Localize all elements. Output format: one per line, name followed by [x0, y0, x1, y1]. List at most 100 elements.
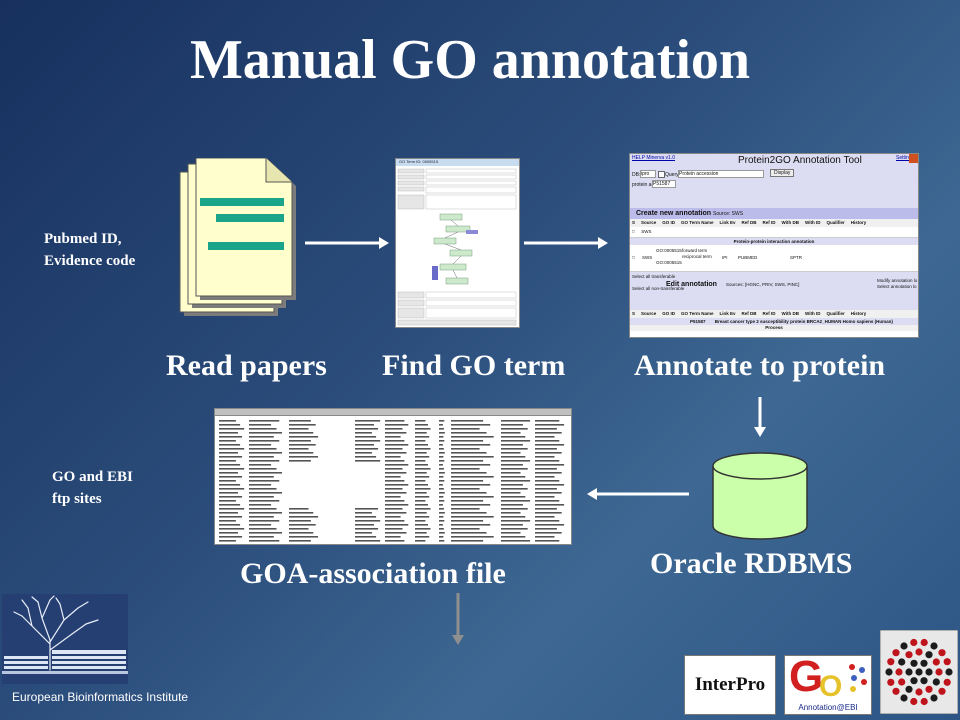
- interpro-logo[interactable]: InterPro: [684, 655, 776, 715]
- slide-title: Manual GO annotation: [189, 29, 751, 91]
- go-logo-dots-icon: [849, 664, 867, 692]
- edit-col-s: S: [632, 311, 636, 316]
- ebi-building-logo: [2, 594, 128, 684]
- tool-menu[interactable]: HELP Minerva v1.0: [632, 155, 675, 161]
- interaction-go2: GO:0005515: [656, 260, 682, 265]
- edit-annotation-header: Edit annotation: [666, 281, 717, 288]
- database-icon: [712, 452, 808, 540]
- create-row: □ SWS: [630, 227, 918, 238]
- goa-file-screenshot: [214, 408, 572, 545]
- modify-note: Modify annotation lo: [877, 278, 918, 283]
- col-history: History: [850, 220, 867, 225]
- select-note: Select annotation lo: [877, 284, 917, 289]
- protein-input[interactable]: P51587: [652, 180, 676, 188]
- col-go-id: GO ID: [662, 220, 676, 225]
- edit-col-qualifier: Qualifier: [826, 311, 845, 316]
- protein-input-value: P51587: [653, 181, 671, 187]
- tool-settings[interactable]: Settings: [896, 155, 915, 161]
- db-select-value: ipro: [641, 171, 650, 177]
- col-with-id: With ID: [805, 220, 821, 225]
- annotate-to-protein-label: Annotate to protein: [634, 349, 886, 382]
- col-with-db: With DB: [781, 220, 799, 225]
- goa-file-text: [219, 420, 565, 542]
- goa-window-titlebar: [215, 409, 571, 416]
- col-link-ev: Link Ev: [719, 220, 736, 225]
- edit-col-go-term: GO Term Name: [681, 311, 714, 316]
- arrow-annotate-to-db: [754, 397, 766, 437]
- papers-icon: [179, 158, 296, 316]
- go-logo-o: O: [819, 670, 843, 703]
- query-label: Query:: [665, 172, 681, 178]
- interaction-source: SWS: [642, 255, 653, 260]
- select-non-transferable[interactable]: Select all non-transferable: [632, 286, 685, 291]
- annotation-ebi-text: Annotation@EBI: [798, 703, 858, 712]
- edit-col-ref-db: Ref DB: [741, 311, 757, 316]
- create-annotation-bar: Create new annotation Source: SWS: [630, 208, 918, 219]
- interaction-ev: IPI: [722, 255, 728, 260]
- query-select[interactable]: Protein accession: [678, 170, 764, 178]
- col-source: Source: [641, 220, 657, 225]
- ftp-label: GO and EBI ftp sites: [52, 466, 133, 510]
- ebi-hex-logo[interactable]: [880, 630, 958, 714]
- arrow-db-to-file: [587, 488, 689, 500]
- edit-col-go-id: GO ID: [662, 311, 676, 316]
- query-checkbox[interactable]: [658, 171, 665, 178]
- create-row-source: SWS: [641, 229, 652, 234]
- edit-col-ref-id: Ref ID: [762, 311, 776, 316]
- annotation-tool-screenshot: HELP Minerva v1.0 Protein2GO Annotation …: [629, 153, 919, 338]
- interaction-term1: forward term: [682, 248, 708, 253]
- interaction-header: Protein-protein interaction annotation: [630, 238, 918, 245]
- go-annotation-logo[interactable]: G O Annotation@EBI: [784, 655, 872, 715]
- arrow-find-to-annotate: [524, 237, 608, 249]
- ebi-mini-icon: [909, 154, 918, 163]
- tool-header: HELP Minerva v1.0 Protein2GO Annotation …: [630, 154, 918, 208]
- oracle-label: Oracle RDBMS: [650, 547, 853, 580]
- col-qualifier: Qualifier: [826, 220, 845, 225]
- display-button[interactable]: Display: [770, 169, 795, 177]
- interaction-term2: reciprocal term: [682, 254, 712, 259]
- col-go-term: GO Term Name: [681, 220, 714, 225]
- footer-text: European Bioinformatics Institute: [12, 690, 189, 704]
- edit-annotation-sources: Sources: [HGNC, PRIV, SWS, PINC]: [726, 282, 800, 287]
- arrow-read-to-find: [305, 237, 389, 249]
- arrow-file-down: [452, 593, 464, 645]
- edit-col-history: History: [850, 311, 867, 316]
- protein-desc: Breast cancer type 2 susceptibility prot…: [714, 319, 893, 324]
- pubmed-label: Pubmed ID, Evidence code: [44, 228, 135, 272]
- go-browser-body: [397, 168, 517, 326]
- protein-desc-row: P51587 Breast cancer type 2 susceptibili…: [630, 318, 918, 325]
- ftp-label-line2: ftp sites: [52, 491, 102, 507]
- paper-bar-1: [200, 198, 284, 206]
- tool-columns: S Source GO ID GO Term Name Link Ev Ref …: [630, 219, 918, 227]
- db-select[interactable]: ipro: [640, 170, 656, 178]
- create-annotation-header: Create new annotation: [636, 210, 712, 217]
- create-annotation-source: Source: SWS: [713, 211, 744, 217]
- interaction-ref: PUBMED: [738, 255, 758, 260]
- query-select-value: Protein accession: [679, 171, 719, 177]
- interaction-row: □ SWS GO:0005515 forward term reciprocal…: [630, 245, 918, 272]
- edit-col-link-ev: Link Ev: [719, 311, 736, 316]
- process-label: Process: [630, 325, 918, 331]
- edit-col-with-db: With DB: [781, 311, 799, 316]
- edit-annotation-section: Select all transferable Select all non-t…: [630, 272, 918, 310]
- edit-col-with-id: With ID: [805, 311, 821, 316]
- find-go-term-label: Find GO term: [382, 349, 566, 382]
- interpro-logo-text: InterPro: [694, 674, 766, 695]
- col-s: S: [632, 220, 636, 225]
- protein-desc-id: P51587: [690, 319, 706, 324]
- protein-label: protein acc:: [632, 182, 658, 188]
- pubmed-label-line1: Pubmed ID,: [44, 231, 122, 247]
- edit-col-source: Source: [641, 311, 657, 316]
- go-logo-g: G: [789, 655, 824, 701]
- read-papers-label: Read papers: [166, 349, 327, 382]
- select-transferable[interactable]: Select all transferable: [632, 274, 676, 279]
- goa-file-label: GOA-association file: [240, 557, 506, 590]
- edit-columns: S Source GO ID GO Term Name Link Ev Ref …: [630, 310, 918, 318]
- paper-bar-3: [208, 242, 284, 250]
- go-browser-header: GO Term ID: 0005515: [396, 159, 519, 166]
- tool-title: Protein2GO Annotation Tool: [738, 155, 862, 166]
- pubmed-label-line2: Evidence code: [44, 253, 136, 269]
- col-ref-id: Ref ID: [762, 220, 776, 225]
- paper-bar-2: [216, 214, 284, 222]
